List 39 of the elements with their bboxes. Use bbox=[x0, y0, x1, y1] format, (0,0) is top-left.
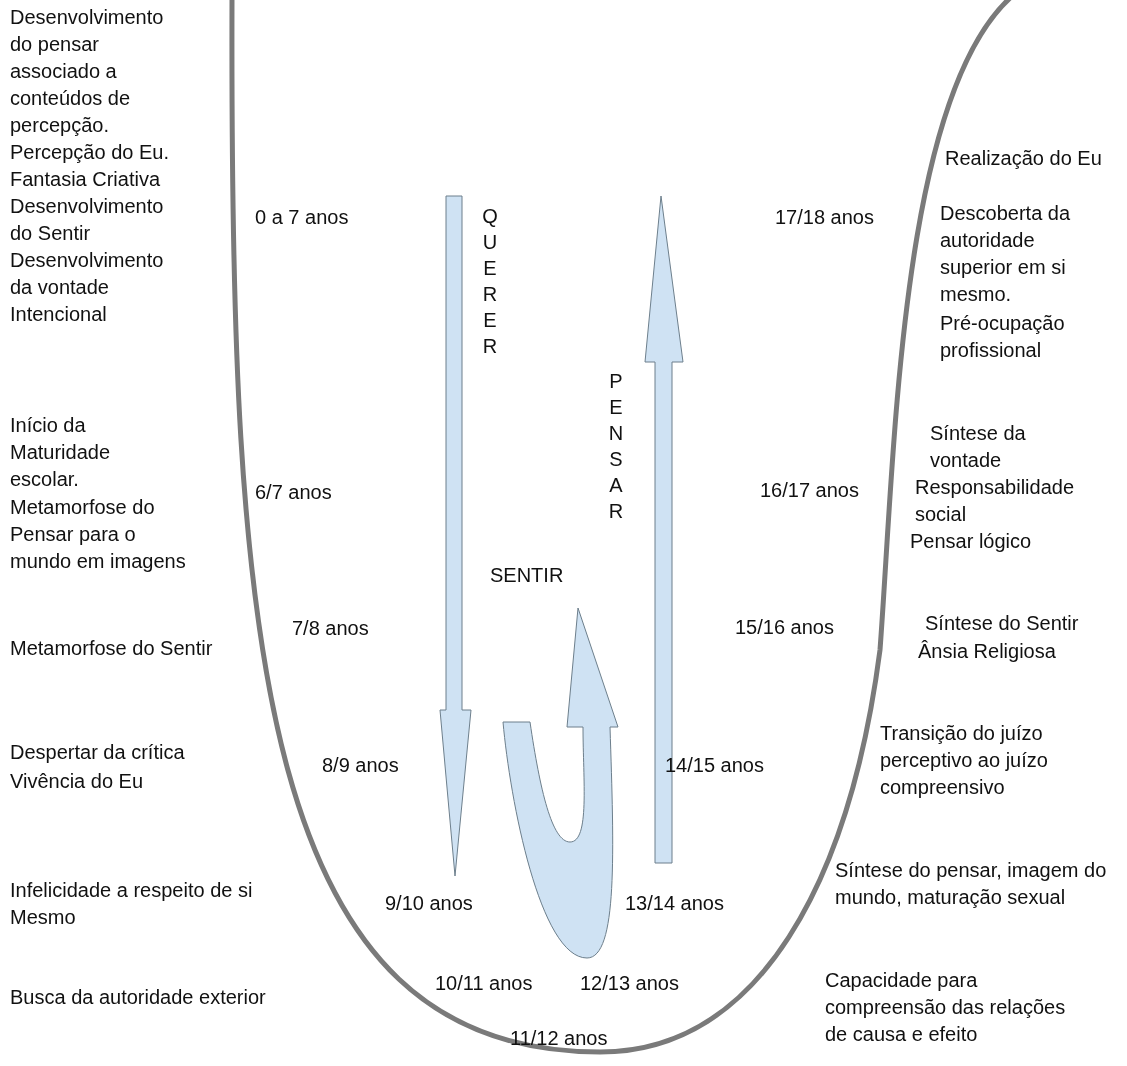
age-label: 11/12 anos bbox=[510, 1026, 609, 1051]
annotation-text: Síntese do pensar, imagem do mundo, maturação sexual bbox=[835, 858, 1108, 910]
annotation-text: Início da Maturidade escolar. bbox=[10, 413, 112, 492]
age-label: 10/11 anos bbox=[435, 971, 534, 996]
annotation-text: Síntese da vontade bbox=[930, 421, 1027, 473]
annotation-text: Infelicidade a respeito de si Mesmo bbox=[10, 878, 254, 930]
age-label: 0 a 7 anos bbox=[255, 205, 350, 230]
age-label: 12/13 anos bbox=[580, 971, 680, 996]
annotation-text: Vivência do Eu bbox=[10, 769, 145, 794]
age-label: 14/15 anos bbox=[665, 753, 765, 778]
annotation-text: Desenvolvimento do Sentir bbox=[10, 194, 165, 246]
age-label: 7/8 anos bbox=[292, 616, 370, 641]
annotation-text: Síntese do Sentir bbox=[925, 611, 1080, 636]
annotation-text: Busca da autoridade exterior bbox=[10, 985, 267, 1010]
annotation-text: Pensar lógico bbox=[910, 529, 1033, 554]
annotation-text: Ânsia Religiosa bbox=[918, 639, 1057, 664]
age-label: 17/18 anos bbox=[775, 205, 875, 230]
stage-label: SENTIR bbox=[490, 563, 565, 588]
annotation-text: Pré-ocupação profissional bbox=[940, 311, 1066, 363]
age-label: 9/10 anos bbox=[385, 891, 474, 916]
annotation-text: Fantasia Criativa bbox=[10, 167, 162, 192]
annotation-text: Realização do Eu bbox=[945, 146, 1103, 171]
age-label: 16/17 anos bbox=[760, 478, 860, 503]
annotation-text: Desenvolvimento do pensar associado a conteúdos de percepção. bbox=[10, 5, 165, 138]
annotation-text: Responsabilidade social bbox=[915, 475, 1075, 527]
age-label: 6/7 anos bbox=[255, 480, 333, 505]
annotation-text: Transição do juízo perceptivo ao juízo compreensivo bbox=[880, 721, 1049, 800]
vertical-label: QUERER bbox=[481, 204, 499, 359]
age-label: 15/16 anos bbox=[735, 615, 835, 640]
vertical-label: PENSAR bbox=[607, 369, 625, 524]
annotation-text: Descoberta da autoridade superior em si mesmo. bbox=[940, 201, 1072, 307]
annotation-text: Despertar da crítica bbox=[10, 740, 186, 765]
annotation-text: Metamorfose do Sentir bbox=[10, 636, 214, 661]
age-label: 8/9 anos bbox=[322, 753, 400, 778]
age-label: 13/14 anos bbox=[625, 891, 725, 916]
annotation-text: Percepção do Eu. bbox=[10, 140, 170, 165]
annotation-text: Capacidade para compreensão das relações de causa e efeito bbox=[825, 968, 1067, 1047]
annotation-text: Metamorfose do Pensar para o mundo em imagens bbox=[10, 495, 187, 574]
annotation-text: Desenvolvimento da vontade Intencional bbox=[10, 248, 165, 327]
